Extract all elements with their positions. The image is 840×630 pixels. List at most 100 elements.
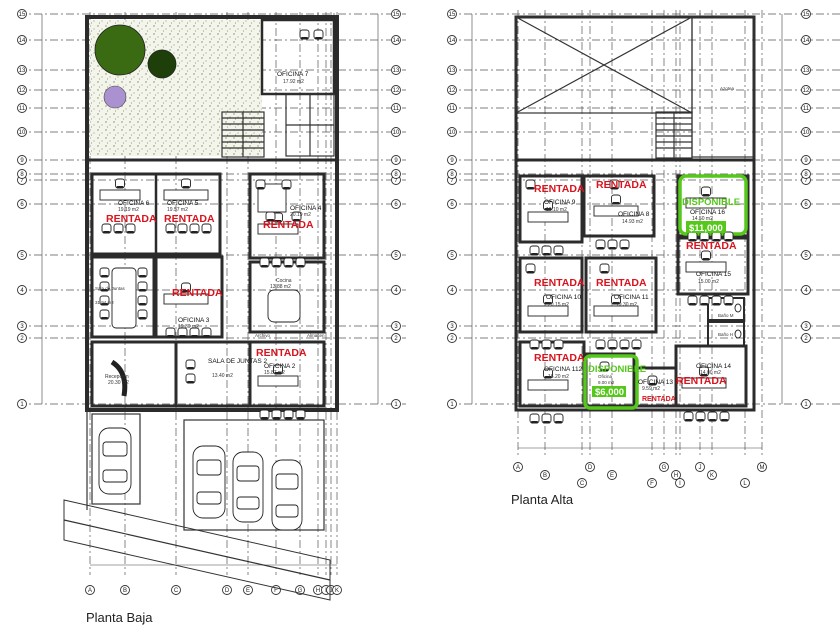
svg-text:5: 5 [20, 253, 24, 259]
svg-text:L: L [743, 481, 747, 487]
svg-text:12: 12 [449, 88, 456, 94]
axis-bubble-right-G: G [659, 462, 669, 472]
svg-text:6: 6 [394, 202, 398, 208]
axis-bubble-row-far-9: 9 [801, 155, 811, 165]
oficina7-chair-b [313, 29, 324, 40]
stairs-ground [221, 111, 265, 158]
svg-text:G: G [662, 465, 667, 471]
oficina7-chair-a [299, 29, 310, 40]
oficina5-name: OFICINA 5 [167, 200, 199, 207]
oficina4-chair-b [281, 179, 292, 190]
oficina10-chair-top [525, 263, 536, 274]
axis-bubble-row-right-3: 3 [447, 321, 457, 331]
svg-text:9: 9 [450, 158, 454, 164]
oficina16-name: OFICINA 16 [690, 209, 725, 216]
axis-bubble-row-mid-8: 8 [391, 169, 401, 179]
oficina16-set-chair-0 [687, 231, 698, 242]
highlight-oficina12 [583, 354, 639, 410]
archivo-label: Archivo [255, 333, 271, 338]
office-furniture [99, 29, 734, 424]
axis-bubble-left-B: B [120, 585, 130, 595]
oficina4-set-chair-2 [283, 257, 294, 268]
axis-bubble-right-H: H [671, 470, 681, 480]
axis-bubble-row-far-6: 6 [801, 199, 811, 209]
axis-bubble-row-right-2: 2 [447, 333, 457, 343]
svg-text:2: 2 [804, 336, 808, 342]
oficina14-set-chair-back [699, 366, 709, 377]
oficina13-status: RENTADA [642, 396, 676, 403]
svg-text:8: 8 [20, 172, 24, 178]
oficina16-area: 14.50 m2 [692, 216, 713, 222]
oficina11-status: RENTADA [596, 277, 647, 289]
axis-bubble-row-left-9: 9 [17, 155, 27, 165]
oficina16-status: DISPONIBLE [682, 197, 740, 208]
svg-text:1: 1 [20, 402, 24, 408]
cocina-area: 13.88 m2 [270, 284, 291, 290]
axis-bubble-left-C: C [171, 585, 181, 595]
axis-bubble-row-far-3: 3 [801, 321, 811, 331]
axis-bubble-row-mid-5: 5 [391, 250, 401, 260]
oficina112-name: OFICINA 112 [544, 366, 583, 373]
svg-text:B: B [123, 588, 127, 594]
svg-text:3: 3 [20, 324, 24, 330]
oficina3-set-chair-0 [165, 327, 176, 338]
sj-chair-r3 [137, 309, 148, 320]
oficina15-name: OFICINA 15 [696, 271, 731, 278]
oficina11-set-chair-3 [631, 339, 642, 350]
oficina8-chair-top [609, 179, 620, 190]
svg-text:C: C [174, 588, 179, 594]
svg-text:C: C [580, 481, 585, 487]
axis-bubble-row-far-8: 8 [801, 169, 811, 179]
oficina4-set-chair-3 [295, 257, 306, 268]
oficina112-set-chair-0 [529, 413, 540, 424]
axis-bubble-row-left-3: 3 [17, 321, 27, 331]
svg-text:11: 11 [19, 106, 26, 112]
axis-bubble-row-mid-12: 12 [391, 85, 401, 95]
svg-text:A: A [88, 588, 92, 594]
svg-text:1: 1 [394, 402, 398, 408]
oficina12-price: $6,000 [595, 387, 624, 398]
recepcion-name: Recepción [105, 374, 129, 380]
svg-text:J: J [699, 465, 702, 471]
axis-bubble-row-left-8: 8 [17, 169, 27, 179]
axis-bubble-row-right-9: 9 [447, 155, 457, 165]
svg-text:3: 3 [804, 324, 808, 330]
recepcion-area: 20.30 m2 [108, 380, 129, 386]
axis-bubble-row-mid-11: 11 [391, 103, 401, 113]
axis-bubble-right-E: E [607, 470, 617, 480]
oficina11-set-desk [593, 305, 639, 317]
axis-bubble-row-far-15: 15 [801, 9, 811, 19]
axis-bubble-right-F: F [647, 478, 657, 488]
svg-text:D: D [588, 465, 593, 471]
shrub-lavender [103, 85, 127, 109]
oficina4-set-chair-back [273, 212, 283, 223]
oficina8-area: 14.93 m2 [622, 219, 643, 225]
oficina14-name: OFICINA 14 [696, 363, 731, 370]
axis-bubble-row-left-12: 12 [17, 85, 27, 95]
axis-bubble-row-mid-15: 15 [391, 9, 401, 19]
oficina3-name: OFICINA 3 [178, 317, 210, 324]
axis-bubble-row-left-15: 15 [17, 9, 27, 19]
axis-bubble-left-K: K [332, 585, 342, 595]
svg-text:15: 15 [19, 12, 26, 18]
oficina2-set-chair-2 [283, 409, 294, 420]
oficina4-chair-c [265, 211, 276, 222]
svg-text:14: 14 [393, 38, 400, 44]
oficina11-set-chair-back [611, 294, 621, 305]
oficina9-status: RENTADA [534, 183, 585, 195]
svg-text:11: 11 [803, 106, 810, 112]
oficina14-set-desk [681, 377, 727, 389]
svg-text:G: G [298, 588, 303, 594]
oficina2-set-chair-1 [271, 409, 282, 420]
oficina6-set-chair-1 [113, 223, 124, 234]
svg-text:7: 7 [394, 178, 398, 184]
axis-bubble-row-right-6: 6 [447, 199, 457, 209]
svg-text:J: J [330, 588, 333, 594]
svg-text:10: 10 [393, 130, 400, 136]
oficina11-set-chair-0 [595, 339, 606, 350]
oficina8-name: OFICINA 8 [618, 211, 650, 218]
svg-text:2: 2 [394, 336, 398, 342]
axis-bubble-row-left-14: 14 [17, 35, 27, 45]
oficina14-set-chair-0 [683, 411, 694, 422]
